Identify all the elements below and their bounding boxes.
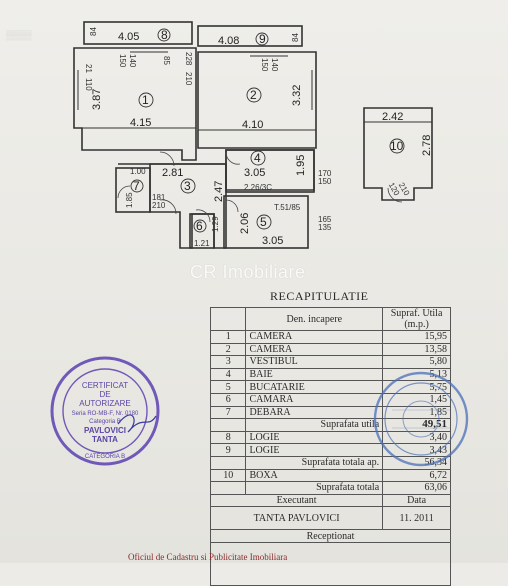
floor-plan: 1 2 3 4 5 6 7 8 9 10 84 4.05 4.08 84 3.8… [73, 21, 433, 249]
blank-signature-row [210, 541, 451, 586]
dim-bath-height: 2.06 [239, 213, 251, 234]
dim-window-c: 150 [118, 54, 127, 68]
room-2-marker [246, 87, 262, 103]
dim-debara-height: 1.85 [125, 192, 134, 208]
recap-title: RECAPITULATIE [270, 289, 369, 303]
stamp-name1: PAVLOVICI [84, 426, 126, 435]
room-9-marker [255, 32, 269, 46]
logia-8-outline [83, 21, 193, 45]
logia-9-outline [197, 25, 303, 47]
dim-bath-width: 3.05 [262, 235, 283, 247]
dim-small-a: 181 [152, 193, 166, 202]
dim-window-h: 140 [270, 58, 279, 72]
camara-outline [189, 213, 215, 249]
watermark: CR Imobiliare [190, 262, 306, 282]
room-8-number: 8 [161, 28, 168, 42]
room-5-number: 5 [260, 215, 267, 229]
dim-kitchen-height: 1.95 [295, 155, 307, 176]
dim-window-g: 150 [260, 58, 269, 72]
dim-side-c: 165 [318, 215, 332, 224]
room-10-number: 10 [390, 139, 404, 153]
dim-camara-width: 1.21 [194, 239, 210, 248]
dim-boxa-width: 2.42 [382, 111, 403, 123]
room-10-marker [389, 138, 405, 154]
dim-hall-height: 2.47 [213, 181, 225, 202]
room-9-number: 9 [259, 32, 266, 46]
dim-top-right-corner: 84 [291, 33, 300, 42]
dim-side-a: 170 [318, 169, 332, 178]
dim-room-2-width: 4.10 [242, 119, 263, 131]
room-3-number: 3 [184, 179, 191, 193]
stamp-de: DE [99, 390, 110, 399]
dim-boxa-door-b: 210 [397, 181, 412, 198]
dim-kitchen-width: 3.05 [244, 167, 265, 179]
dim-window-a: 21 [84, 64, 93, 73]
room-6-number: 6 [196, 219, 203, 233]
dim-room-1-width: 4.15 [130, 117, 151, 129]
dim-debara-width: 1.00 [130, 167, 146, 176]
dim-side-d: 135 [318, 223, 332, 232]
table-header-row: Den. incapere Supraf. Utila (m.p.) [209, 307, 451, 331]
dim-small-b: 210 [152, 201, 166, 210]
room-1-number: 1 [142, 93, 149, 107]
dim-camara-height: 1.29 [211, 216, 220, 232]
certificate-stamp: CERTIFICAT DE AUTORIZARE Seria RO-MB-F, … [50, 356, 160, 466]
dim-window-d: 140 [128, 54, 137, 68]
dim-logia-9-width: 4.08 [218, 35, 239, 47]
receptionat-row: Receptionat [210, 529, 451, 543]
dim-room-1-height: 3.87 [91, 89, 103, 110]
room-1-marker [138, 92, 154, 108]
dim-hall-width: 2.81 [162, 167, 183, 179]
stamp-seria: Seria RO-MB-F, Nr. 0180 [72, 411, 139, 417]
header-den: Den. incapere [245, 307, 384, 331]
room-6-marker [193, 219, 207, 233]
dim-window-f: 210 [184, 72, 193, 86]
room-5-marker [256, 214, 272, 230]
signature-mark [117, 414, 157, 433]
dim-window-e: 228 [184, 52, 193, 66]
room-3-marker [180, 178, 196, 194]
debara-outline [115, 167, 151, 213]
dim-top-left-corner: 84 [89, 27, 98, 36]
ghost-text: ▒▒▒▒ [6, 30, 32, 40]
stamp-name2: TANTA [92, 435, 118, 444]
stamp-categoria: Categoria B [89, 419, 121, 425]
stamp-certificat: CERTIFICAT [82, 381, 128, 390]
dim-boxa-height: 2.78 [421, 135, 433, 156]
dim-bath-note: T.51/85 [274, 203, 301, 212]
bath-outline [223, 195, 309, 249]
footer-office-label: Oficiul de Cadastru si Publicitate Imobi… [128, 552, 288, 562]
dim-window-i: 85 [162, 56, 171, 65]
dim-room-2-height: 3.32 [291, 85, 303, 106]
stamp-categoria-b: CATEGORIA B [85, 454, 125, 460]
room-7-marker [130, 179, 144, 193]
room-4-marker [250, 150, 266, 166]
ocpi-stamp [373, 371, 469, 467]
header-supr: Supraf. Utila (m.p.) [382, 307, 451, 331]
dim-logia-8-width: 4.05 [118, 31, 139, 43]
room-4-number: 4 [254, 151, 261, 165]
room-7-number: 7 [133, 179, 140, 193]
boxa-outline [363, 107, 433, 201]
dim-window-b: 110 [84, 78, 93, 91]
room-2-number: 2 [250, 88, 257, 102]
stamp-autorizare: AUTORIZARE [79, 399, 130, 408]
dim-side-b: 150 [318, 177, 332, 186]
dim-kitchen-inner: 2.26/3C [244, 183, 272, 192]
room-8-marker [157, 28, 171, 42]
